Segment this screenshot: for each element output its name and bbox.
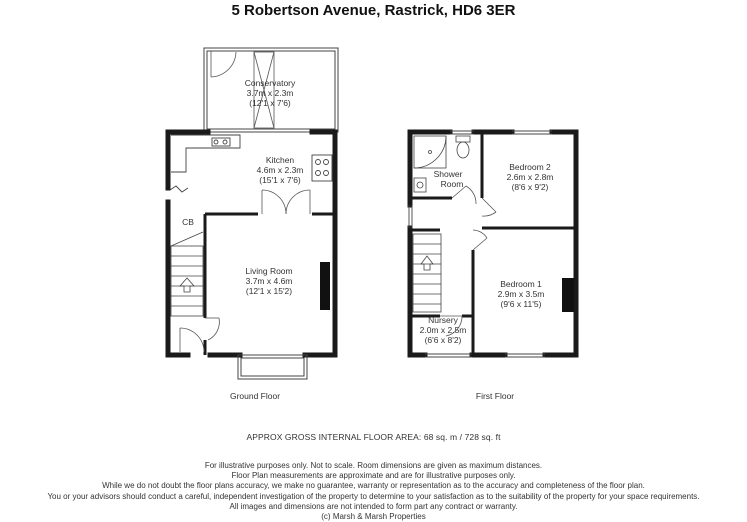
disclaimer-line: Floor Plan measurements are approximate … (231, 471, 516, 481)
sink (413, 177, 427, 193)
first-floor-labels: Shower Room Bedroom 2 2.6m x 2.8m (8'6 x… (420, 162, 554, 401)
nursery-size-m: 2.0m x 2.5m (420, 325, 467, 335)
disclaimer: For illustrative purposes only. Not to s… (0, 461, 747, 522)
living-room-size-m: 3.7m x 4.6m (246, 276, 293, 286)
first-stairs (412, 233, 442, 313)
ground-floor-labels: Conservatory 3.7m x 2.3m (12'1 x 7'6) Ki… (182, 78, 303, 401)
toilet (455, 135, 471, 159)
first-windows (408, 130, 552, 358)
kitchen-size-ft: (15'1 x 7'6) (259, 175, 301, 185)
bay-window (237, 354, 308, 380)
ground-stairs (170, 231, 204, 317)
ground-floor-label: Ground Floor (230, 391, 280, 401)
page-title: 5 Robertson Avenue, Rastrick, HD6 3ER (231, 2, 516, 19)
nursery-name: Nursery (428, 315, 459, 325)
front-door (179, 327, 205, 353)
kitchen-worktop (171, 134, 333, 182)
shower-room-name-2: Room (441, 179, 464, 189)
bedroom-2-size-m: 2.6m x 2.8m (507, 172, 554, 182)
shower-room-name: Shower (434, 169, 463, 179)
living-room-size-ft: (12'1 x 15'2) (246, 286, 292, 296)
disclaimer-line: For illustrative purposes only. Not to s… (204, 461, 543, 470)
conservatory-walls (203, 47, 339, 133)
bedroom-2-name: Bedroom 2 (509, 162, 551, 172)
kitchen-size-m: 4.6m x 2.3m (257, 165, 304, 175)
first-internal-walls (410, 132, 576, 355)
disclaimer-line: All images and dimensions are not intend… (229, 501, 518, 511)
ground-external-walls (165, 129, 338, 358)
bedroom-1-size-ft: (9'6 x 11'5) (501, 299, 542, 309)
bedroom-1-name: Bedroom 1 (500, 279, 542, 289)
shower-tray (413, 135, 447, 169)
living-room-name: Living Room (245, 266, 292, 276)
conservatory-door (210, 51, 237, 78)
first-floor-label: First Floor (476, 391, 514, 401)
floor-plan: Conservatory 3.7m x 2.3m (12'1 x 7'6) Ki… (165, 47, 579, 401)
ground-internal-walls (203, 212, 335, 355)
fireplace (320, 262, 330, 310)
floor-area: APPROX GROSS INTERNAL FLOOR AREA: 68 sq.… (246, 432, 501, 442)
first-floor-plan (407, 129, 579, 358)
nursery-size-ft: (6'6 x 8'2) (425, 335, 462, 345)
living-room-door (205, 317, 220, 341)
conservatory-name: Conservatory (245, 78, 296, 88)
disclaimer-line: (c) Marsh & Marsh Properties (321, 512, 426, 522)
conservatory-size-ft: (12'1 x 7'6) (249, 98, 291, 108)
bedroom-1-size-m: 2.9m x 3.5m (498, 289, 545, 299)
bedroom-2-size-ft: (8'6 x 9'2) (512, 182, 549, 192)
conservatory-size-m: 3.7m x 2.3m (247, 88, 294, 98)
side-door (169, 185, 189, 193)
disclaimer-line: You or your advisors should conduct a ca… (47, 491, 700, 501)
cupboard-label: CB (182, 217, 194, 227)
chimney-breast (562, 278, 574, 312)
kitchen-doors (261, 189, 311, 215)
first-external-walls (407, 129, 579, 358)
ground-floor-plan (165, 47, 339, 380)
first-doors (440, 185, 497, 337)
roof-light (253, 51, 275, 129)
disclaimer-line: While we do not doubt the floor plans ac… (102, 481, 645, 491)
kitchen-name: Kitchen (266, 155, 295, 165)
